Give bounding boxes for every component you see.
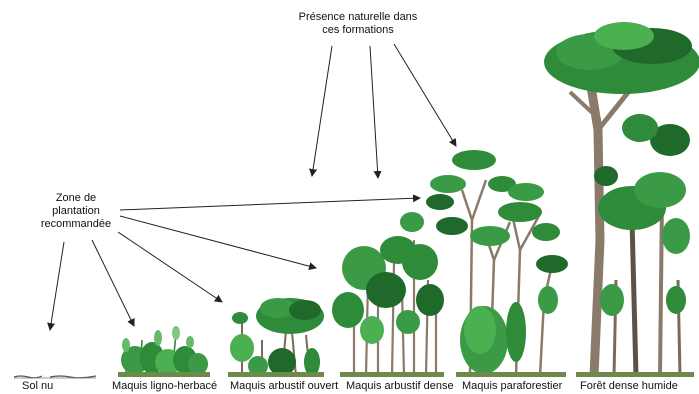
maquis-ligno-herbace-illustration bbox=[118, 326, 210, 377]
arrow-zone-to-dense bbox=[119, 215, 317, 271]
maquis-arbustif-dense-illustration bbox=[332, 212, 444, 377]
arrow-presence-to-paraforestier bbox=[393, 43, 457, 147]
presence-arrows bbox=[309, 43, 457, 179]
sol-nu-illustration bbox=[13, 375, 97, 379]
maquis-paraforestier-illustration bbox=[426, 150, 568, 377]
arrow-zone-to-paraforestier bbox=[119, 194, 421, 211]
arrow-presence-to-dense bbox=[309, 45, 333, 177]
arrow-presence-to-dense-2 bbox=[369, 45, 382, 179]
stage-label-maquis-arbustif-dense: Maquis arbustif dense bbox=[346, 380, 454, 392]
arrow-zone-to-ligno bbox=[91, 239, 135, 327]
zone-line-3: recommandée bbox=[40, 218, 112, 230]
foret-dense-humide-illustration bbox=[544, 22, 699, 377]
stage-label-maquis-paraforestier: Maquis paraforestier bbox=[462, 380, 563, 392]
zone-line-2: plantation bbox=[52, 205, 100, 217]
presence-line-1: Présence naturelle dans bbox=[298, 11, 418, 23]
stage-label-foret-dense-humide: Forêt dense humide bbox=[580, 380, 678, 392]
stage-label-sol-nu: Sol nu bbox=[22, 380, 54, 392]
presence-naturelle-label: Présence naturelle dans ces formations bbox=[278, 11, 438, 37]
presence-line-2: ces formations bbox=[322, 24, 394, 36]
arrow-zone-to-solnu bbox=[47, 241, 65, 331]
maquis-arbustif-ouvert-illustration bbox=[228, 298, 324, 377]
zone-line-1: Zone de bbox=[55, 192, 97, 204]
zone-plantation-label: Zone de plantation recommandée bbox=[30, 192, 122, 231]
stage-label-maquis-arbustif-ouvert: Maquis arbustif ouvert bbox=[230, 380, 339, 392]
stage-label-maquis-ligno-herbace: Maquis ligno-herbacé bbox=[112, 380, 218, 392]
arrow-zone-to-ouvert bbox=[117, 231, 223, 303]
zone-arrows bbox=[47, 194, 421, 331]
